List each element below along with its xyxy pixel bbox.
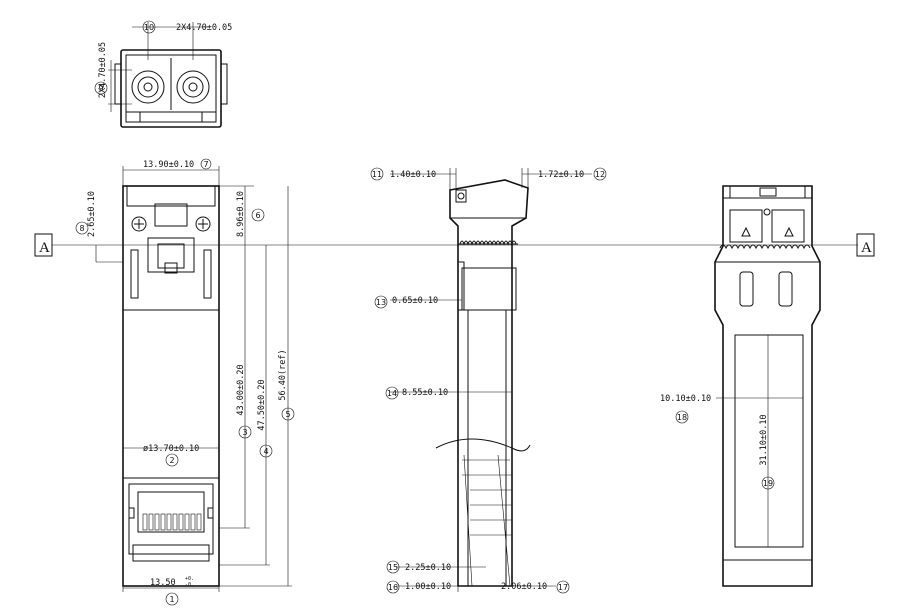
section-marker-right: A [861,240,872,256]
balloon-8: 8 [79,224,84,233]
dim-label-1: 13.50 [150,578,176,588]
connector-tooth [166,513,172,531]
dim-label-18: 10.10±0.10 [660,394,711,404]
connector-tooth [154,513,160,531]
dim-label-9: 2X4.70±0.05 [98,42,108,98]
dim-label-10: 2X4.70±0.05 [176,23,232,33]
dim-label-12: 1.72±0.10 [538,170,584,180]
section-marker-left: A [39,240,50,256]
balloon-18: 18 [677,413,687,422]
side-view: 1.40±0.10 11 1.72±0.10 12 0.65±0.10 13 8… [370,167,607,594]
connector-tooth [172,513,178,531]
balloon-14: 14 [387,389,397,398]
balloon-4: 4 [263,447,268,456]
balloon-19: 19 [763,479,773,488]
connector-tooth [148,513,154,531]
connector-tooth [178,513,184,531]
balloon-5: 5 [285,410,290,419]
connector-tooth [184,513,190,531]
balloon-13: 13 [376,298,386,307]
dim-label-13: 0.65±0.10 [392,296,438,306]
balloon-1: 1 [169,595,174,604]
top-view: 13.90±0.10 7 8.96±0.10 6 2.65±0.10 8 ø13… [75,158,295,606]
connector-tooth [160,513,166,531]
dim-label-17: 2.06±0.10 [501,582,547,592]
dim-label-7: 13.90±0.10 [143,160,194,170]
dim-label-1-tol-upper: +0. [185,576,194,582]
balloon-11: 11 [372,170,382,179]
connector-tooth [196,513,202,531]
dim-label-2: ø13.70±0.10 [143,444,199,454]
end-view: 2X4.70±0.05 2X4.70±0.05 [98,22,232,128]
dim-label-1-tol-lower: -0. [185,582,194,588]
dim-label-5: 56.40(ref) [278,349,288,400]
balloon-6: 6 [255,211,260,220]
dim-label-15: 2.25±0.10 [405,563,451,573]
dim-label-16: 1.00±0.10 [405,582,451,592]
balloon-12: 12 [595,170,605,179]
balloon-16: 16 [388,583,398,592]
dim-label-19: 31.10±0.10 [759,414,769,465]
balloon-17: 17 [558,583,568,592]
dim-label-8: 2.65±0.10 [87,191,97,237]
connector-tooth [142,513,148,531]
dim-label-14: 8.55±0.10 [402,388,448,398]
dim-label-6: 8.96±0.10 [236,191,246,237]
balloon-15: 15 [388,563,398,572]
balloon-7: 7 [203,160,208,169]
dim-label-11: 1.40±0.10 [390,170,436,180]
balloon-3: 3 [242,428,247,437]
rj-connector-teeth [142,513,202,531]
dim-label-4: 47.50±0.20 [257,379,267,430]
balloon-2: 2 [169,456,174,465]
balloon-10: 10 [144,23,154,32]
balloon-9: 9 [98,84,103,93]
connector-tooth [190,513,196,531]
bottom-view: 10.10±0.10 18 31.10±0.10 19 [660,185,821,587]
dim-label-3: 43.00±0.20 [236,364,246,415]
